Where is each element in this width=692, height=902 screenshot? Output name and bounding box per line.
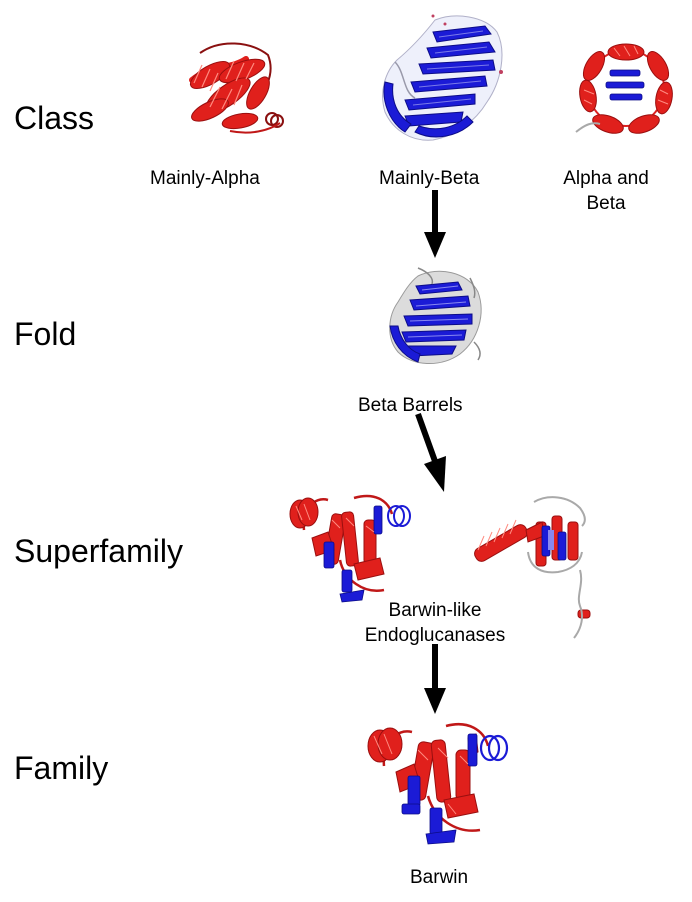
barwin-caption: Barwin [410, 867, 469, 888]
barwin-like-structure-icon [289, 494, 411, 603]
level-fold-label: Fold [14, 316, 77, 352]
alpha-and-beta-caption-line2: Beta [586, 193, 626, 214]
mainly-alpha-caption: Mainly-Alpha [150, 168, 260, 189]
endoglucanase-structure-icon [474, 496, 591, 639]
mainly-beta-caption: Mainly-Beta [379, 168, 480, 189]
beta-barrels-caption: Beta Barrels [358, 395, 463, 416]
arrow-superfamily-to-family [424, 644, 446, 714]
level-family-label: Family [14, 750, 109, 786]
barwin-like-caption-line2: Endoglucanases [364, 625, 506, 646]
level-superfamily-label: Superfamily [14, 533, 183, 569]
beta-protein-structure-icon [382, 14, 503, 141]
barwin-structure-icon [367, 723, 509, 845]
alpha-beta-protein-structure-icon [575, 43, 673, 134]
barwin-like-caption-line1: Barwin-like [388, 600, 482, 621]
alpha-and-beta-caption-line1: Alpha and [563, 168, 649, 189]
level-class-label: Class [14, 100, 95, 136]
alpha-protein-structure-icon [189, 42, 284, 134]
arrow-fold-to-superfamily [415, 412, 446, 492]
arrow-class-to-fold [424, 190, 446, 258]
beta-barrel-structure-icon [389, 267, 482, 365]
